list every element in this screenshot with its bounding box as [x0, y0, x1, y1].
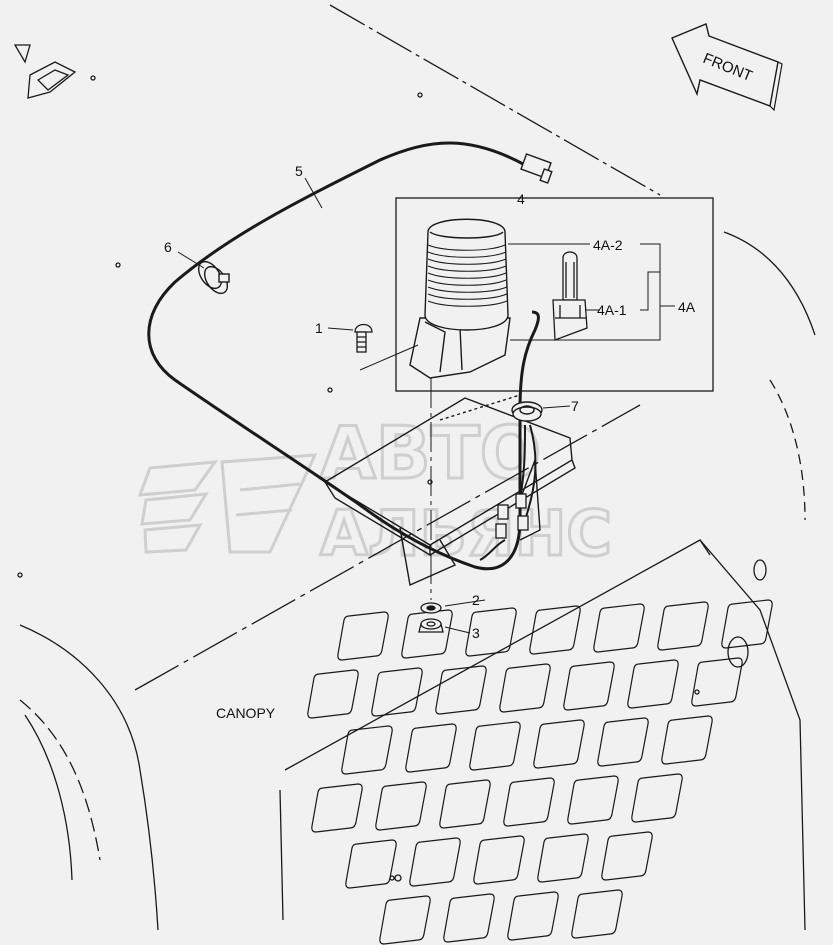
panel-perforation	[345, 839, 397, 889]
panel-perforation	[571, 889, 623, 939]
screw-icon	[354, 323, 373, 353]
lamp-bulb-icon	[552, 251, 588, 341]
panel-perforation	[473, 835, 525, 885]
mounting-bracket	[323, 394, 576, 587]
panel-perforation	[435, 665, 487, 715]
panel-perforation	[563, 661, 615, 711]
label-part-4a-2: 4A-2	[593, 237, 623, 253]
panel-perforation	[529, 605, 581, 655]
panel-perforation	[379, 895, 431, 945]
watermark-logo	[137, 453, 318, 554]
panel-perforation	[507, 891, 559, 941]
panel-perforation	[567, 775, 619, 825]
front-direction-arrow: FRONT	[671, 23, 783, 112]
perforated-panel	[307, 599, 773, 945]
leader-lines	[177, 177, 675, 634]
label-part-2: 2	[472, 592, 480, 608]
panel-perforation	[593, 603, 645, 653]
panel-perforation	[469, 721, 521, 771]
washer-icon	[420, 602, 442, 614]
harness-connector-end	[520, 153, 553, 184]
label-part-4: 4	[517, 191, 525, 207]
panel-perforation	[537, 833, 589, 883]
label-part-5: 5	[295, 163, 303, 179]
panel-perforation	[503, 777, 555, 827]
label-part-6: 6	[164, 239, 172, 255]
panel-perforation	[371, 667, 423, 717]
panel-perforation	[311, 783, 363, 833]
panel-perforation	[465, 607, 517, 657]
panel-perforation	[691, 657, 743, 707]
panel-perforation	[405, 723, 457, 773]
panel-perforation	[657, 601, 709, 651]
label-part-4a-1: 4A-1	[597, 302, 627, 318]
panel-perforation	[601, 831, 653, 881]
panel-perforation	[533, 719, 585, 769]
panel-perforation	[597, 717, 649, 767]
canopy-label: CANOPY	[216, 705, 276, 721]
label-part-7: 7	[571, 398, 579, 414]
watermark: АВТО АЛЬЯНС	[137, 410, 613, 572]
panel-perforation	[307, 669, 359, 719]
panel-perforation	[337, 611, 389, 661]
harness-connectors	[479, 424, 537, 561]
panel-perforation	[661, 715, 713, 765]
panel-perforation	[443, 893, 495, 943]
watermark-line1: АВТО	[320, 411, 541, 495]
beacon-light-icon	[409, 218, 511, 379]
nut-icon	[418, 618, 444, 633]
clamp-icon	[197, 260, 230, 295]
label-part-1: 1	[315, 320, 323, 336]
grommet-icon	[511, 401, 543, 422]
label-part-4a: 4A	[678, 299, 696, 315]
panel-perforation	[401, 609, 453, 659]
panel-perforation	[499, 663, 551, 713]
panel-perforation	[631, 773, 683, 823]
canopy-structure	[13, 4, 816, 931]
label-part-3: 3	[472, 625, 480, 641]
panel-perforation	[721, 599, 773, 649]
panel-perforation	[409, 837, 461, 887]
panel-perforation	[439, 779, 491, 829]
part-labels: 1 2 3 4 4A 4A-1 4A-2 5 6 7 CANOPY	[164, 163, 696, 721]
panel-perforation	[375, 781, 427, 831]
panel-perforation	[627, 659, 679, 709]
panel-perforation	[341, 725, 393, 775]
